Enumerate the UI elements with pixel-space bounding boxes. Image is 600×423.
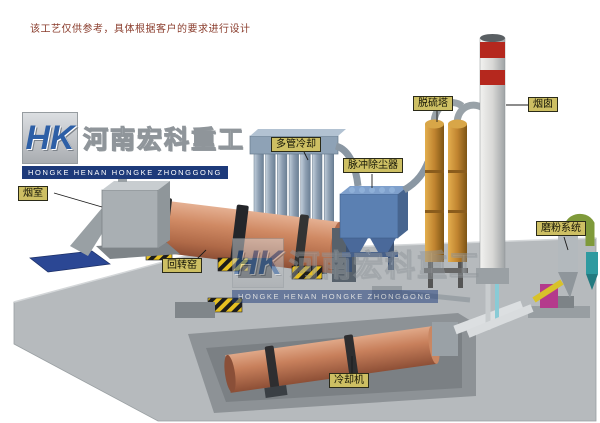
watermark-logo-top: HK 河南宏科重工 HONGKE HENAN HONGKE ZHONGGONG [22,112,245,179]
collector-outlet-duct [402,160,432,194]
cooler-discharge-box [432,322,458,356]
watermark-company-cn: 河南宏科重工 [82,126,246,155]
label-multi-tube-cooler: 多管冷却 [271,137,321,152]
watermark-company-en: HONGKE HENAN HONGKE ZHONGGONG [22,166,228,179]
chimney [476,34,509,284]
label-leader-lines [53,104,569,373]
desulfurization-tower [424,99,489,288]
hk-logo-icon: HK [22,112,78,164]
watermark-logo-center: HK 河南宏科重工 HONGKE HENAN HONGKE ZHONGGONG [232,238,481,303]
hk-logo-icon: HK [232,238,284,288]
blue-base-pad [29,250,111,273]
pulse-dust-collector [339,186,408,272]
label-pulse-dust-collector: 脉冲除尘器 [343,158,403,173]
label-smoke-chamber: 烟室 [18,186,48,201]
label-rotary-kiln: 回转窑 [162,258,202,273]
watermark-company-cn: 河南宏科重工 [289,250,481,284]
label-grinding-system: 磨粉系统 [536,221,586,236]
pit-edge-slab [175,302,215,318]
label-desulfurization-tower: 脱硫塔 [413,96,453,111]
label-cooling-machine: 冷却机 [329,373,369,388]
watermark-company-en: HONGKE HENAN HONGKE ZHONGGONG [232,290,438,303]
disclaimer-text: 该工艺仅供参考，具体根据客户的要求进行设计 [30,24,251,35]
label-chimney: 烟囱 [528,97,558,112]
smoke-chamber [70,166,180,259]
